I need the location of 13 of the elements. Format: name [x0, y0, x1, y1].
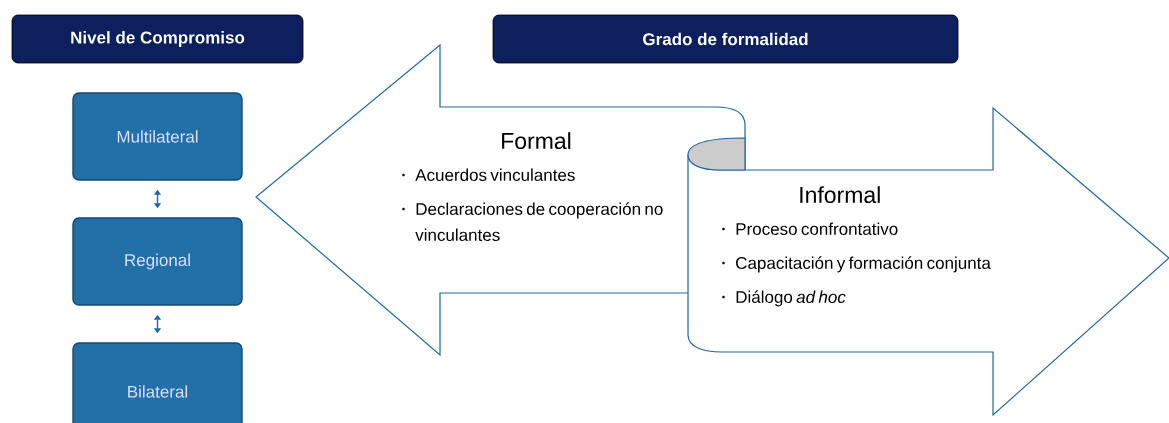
level-box: Bilateral: [72, 342, 243, 423]
header-box: Nivel de Compromiso: [11, 14, 304, 64]
bullet-item: Capacitación y formación conjunta: [722, 256, 991, 273]
arrow-heading: Informal: [800, 186, 880, 204]
bullet-item: Declaraciones de cooperación no vinculantes: [402, 202, 663, 242]
right-arrow: [687, 107, 1169, 416]
level-box: Multilateral: [72, 92, 243, 181]
level-box: Regional: [72, 217, 243, 306]
arrow-heading: Formal: [502, 132, 571, 150]
header-box: Grado de formalidad: [492, 14, 959, 64]
bullet-item: Acuerdos vinculantes: [402, 168, 575, 182]
bullet-item: Diálogo ad hoc: [722, 290, 846, 307]
bullet-item: Proceso confrontativo: [722, 222, 898, 236]
